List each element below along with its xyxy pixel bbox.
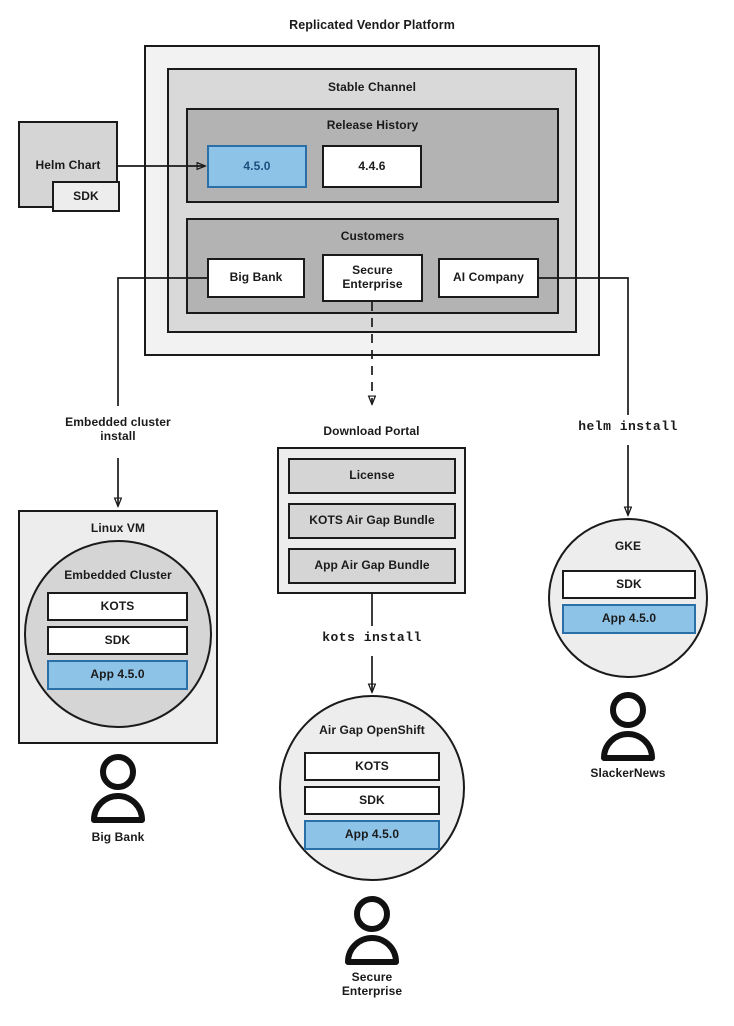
helm-chart-sdk-box[interactable]: SDK	[52, 181, 120, 212]
artifact-kots-air-gap-bundle[interactable]: KOTS Air Gap Bundle	[288, 503, 456, 539]
page-title: Replicated Vendor Platform	[289, 18, 455, 32]
edge-label-kots-install: kots install	[322, 630, 422, 645]
customer-big-bank[interactable]: Big Bank	[207, 258, 305, 298]
gke-component-sdk[interactable]: SDK	[562, 570, 696, 599]
artifact-app-air-gap-bundle[interactable]: App Air Gap Bundle	[288, 548, 456, 584]
target-gke-customer-label: SlackerNews	[590, 766, 666, 780]
person-icon-secure-enterprise	[345, 896, 399, 965]
target-gke-title: GKE	[614, 539, 642, 553]
edge-label-line1: Embedded cluster	[65, 415, 171, 429]
openshift-component-kots[interactable]: KOTS	[304, 752, 440, 781]
edge-label-embedded-cluster-install: Embedded cluster install	[38, 415, 198, 443]
linux-vm-component-kots[interactable]: KOTS	[47, 592, 188, 621]
release-4-5-0[interactable]: 4.5.0	[207, 145, 307, 188]
customer-line1: Secure	[351, 970, 393, 984]
customer-ai-company[interactable]: AI Company	[438, 258, 539, 298]
customers-title: Customers	[340, 229, 405, 243]
release-4-4-6[interactable]: 4.4.6	[322, 145, 422, 188]
gke-component-app[interactable]: App 4.5.0	[562, 604, 696, 634]
person-icon-slackernews	[601, 692, 655, 761]
edge-label-helm-install: helm install	[578, 419, 678, 434]
customer-secure-enterprise-line1: Secure	[352, 263, 393, 278]
customer-secure-enterprise[interactable]: Secure Enterprise	[322, 254, 423, 302]
openshift-component-app[interactable]: App 4.5.0	[304, 820, 440, 850]
customer-line2: Enterprise	[341, 984, 403, 999]
embedded-cluster-title: Embedded Cluster	[64, 568, 172, 582]
customer-secure-enterprise-line2: Enterprise	[342, 277, 403, 291]
helm-chart-label: Helm Chart	[35, 158, 101, 172]
person-icon-big-bank	[91, 754, 145, 823]
release-history-title: Release History	[326, 118, 419, 132]
openshift-component-sdk[interactable]: SDK	[304, 786, 440, 815]
target-linux-vm-customer-label: Big Bank	[91, 830, 145, 844]
artifact-license[interactable]: License	[288, 458, 456, 494]
stable-channel-title: Stable Channel	[327, 80, 417, 94]
target-linux-vm-title: Linux VM	[90, 521, 146, 535]
linux-vm-component-sdk[interactable]: SDK	[47, 626, 188, 655]
download-portal-title: Download Portal	[323, 424, 420, 438]
target-openshift-customer-label: Secure Enterprise	[272, 970, 472, 998]
linux-vm-component-app[interactable]: App 4.5.0	[47, 660, 188, 690]
edge-label-line2: install	[100, 429, 136, 444]
target-air-gap-openshift-title: Air Gap OpenShift	[319, 723, 425, 737]
